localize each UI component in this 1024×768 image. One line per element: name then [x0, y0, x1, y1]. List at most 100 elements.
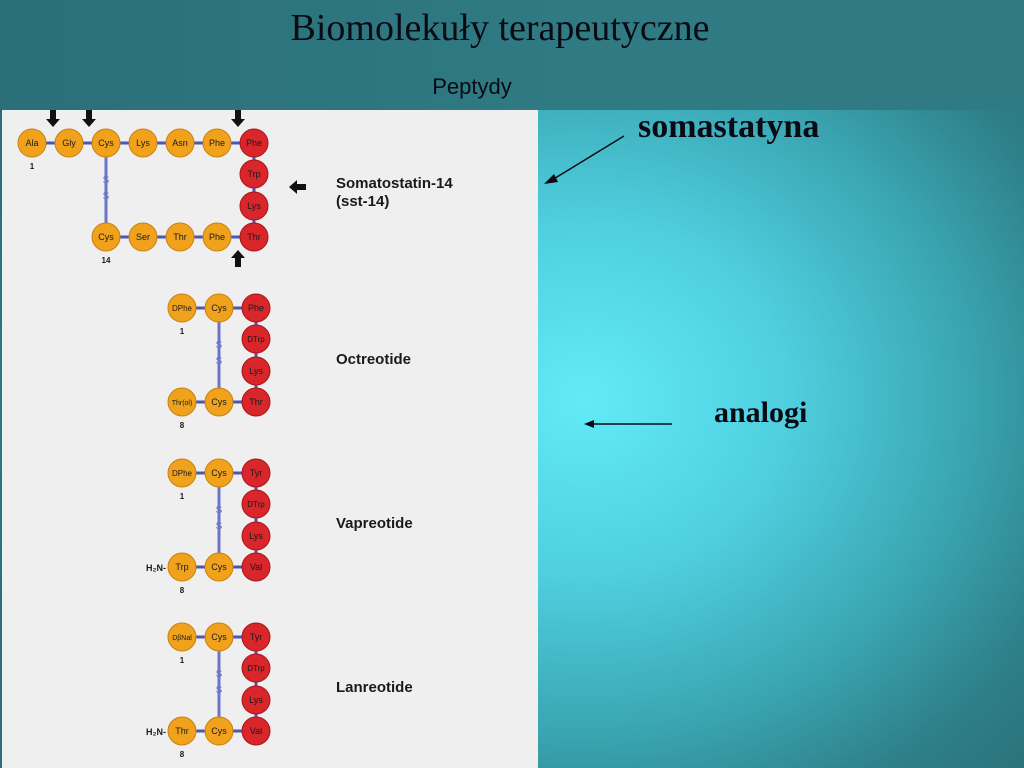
oct-residue-bottom-0-label: Thr(ol)	[172, 400, 193, 407]
lan-prefix: H₂N-	[146, 727, 166, 737]
vap-residue-bottom-0-label: Trp	[175, 562, 188, 572]
lan-residue-top-1-label: Cys	[211, 632, 227, 642]
sst-residue-top-0-label: Ala	[25, 138, 38, 148]
lan-residue-top-2	[241, 622, 271, 652]
sst-residue-bottom-2	[165, 222, 195, 252]
vap-residue-bottom-1	[204, 552, 234, 582]
sst-name-line2: (sst-14)	[336, 193, 389, 210]
oct-residue-col-1	[241, 356, 271, 386]
vap-prefix: H₂N-	[146, 563, 166, 573]
somatostatin-label: somastatyna	[638, 108, 820, 145]
sst-residue-top-0	[17, 128, 47, 158]
sst-residue-bottom-4	[239, 222, 269, 252]
vap-residue-top-0	[167, 458, 197, 488]
lan-residue-top-0-label: DβNal	[172, 635, 192, 642]
sst-residue-top-2-label: Cys	[98, 138, 114, 148]
sst-residue-top-4-label: Asn	[172, 138, 188, 148]
oct-residue-bottom-2	[241, 387, 271, 417]
sst-residue-top-2	[91, 128, 121, 158]
lan-residue-top-1	[204, 622, 234, 652]
vap-residue-top-0-label: DPhe	[172, 469, 193, 478]
lan-num-start: 1	[180, 656, 185, 665]
vap-residue-col-0	[241, 489, 271, 519]
lan-name: Lanreotide	[336, 679, 413, 696]
sst-num-start: 1	[30, 162, 35, 171]
oct-residue-bottom-1	[204, 387, 234, 417]
somatostatin-pointer-arrowhead	[544, 174, 558, 184]
vap-num-end: 8	[180, 586, 185, 595]
oct-residue-top-0-label: DPhe	[172, 304, 193, 313]
slide-title: Biomolekuły terapeutyczne	[290, 7, 710, 49]
sst-cleavage-arrow-2	[82, 110, 96, 127]
sst-sulfur-top: S	[103, 175, 110, 186]
vap-residue-top-1	[204, 458, 234, 488]
sst-residue-top-1-label: Gly	[62, 138, 76, 148]
oct-residue-top-1-label: Cys	[211, 303, 227, 313]
sst-cleavage-arrow-1	[46, 110, 60, 127]
sst-residue-bottom-0-label: Cys	[98, 232, 114, 242]
lan-residue-bottom-1-label: Cys	[211, 726, 227, 736]
sst-cleavage-arrow-5	[289, 180, 306, 194]
vap-sulfur-bottom: S	[216, 521, 223, 532]
lan-residue-bottom-2	[241, 716, 271, 746]
vap-residue-col-1	[241, 521, 271, 551]
analogs-pointer-arrowhead	[584, 420, 594, 428]
sst-residue-bottom-3	[202, 222, 232, 252]
lan-residue-col-0-label: DTrp	[247, 664, 265, 673]
sst-residue-col-0	[239, 159, 269, 189]
sst-residue-top-3	[128, 128, 158, 158]
oct-residue-col-0-label: DTrp	[247, 335, 265, 344]
sst-residue-bottom-4-label: Thr	[247, 232, 261, 242]
oct-residue-bottom-2-label: Thr	[249, 397, 263, 407]
oct-residue-col-1-label: Lys	[249, 366, 263, 376]
sst-residue-top-6	[239, 128, 269, 158]
oct-residue-top-2	[241, 293, 271, 323]
vap-num-start: 1	[180, 492, 185, 501]
lan-num-end: 8	[180, 750, 185, 759]
lan-residue-top-0	[167, 622, 197, 652]
oct-sulfur-top: S	[216, 340, 223, 351]
oct-residue-col-0	[241, 324, 271, 354]
sst-residue-top-1	[54, 128, 84, 158]
lan-sulfur-bottom: S	[216, 685, 223, 696]
sst-residue-bottom-0	[91, 222, 121, 252]
vap-residue-top-2-label: Tyr	[250, 468, 263, 478]
analogs-label: analogi	[714, 396, 808, 429]
sst-residue-col-0-label: Trp	[247, 169, 260, 179]
lan-residue-bottom-0	[167, 716, 197, 746]
vap-residue-col-1-label: Lys	[249, 531, 263, 541]
oct-residue-bottom-0	[167, 387, 197, 417]
vap-residue-top-1-label: Cys	[211, 468, 227, 478]
sst-residue-bottom-1	[128, 222, 158, 252]
oct-sulfur-bottom: S	[216, 356, 223, 367]
vap-residue-col-0-label: DTrp	[247, 500, 265, 509]
oct-num-start: 1	[180, 327, 185, 336]
vap-residue-bottom-0	[167, 552, 197, 582]
oct-residue-top-1	[204, 293, 234, 323]
lan-residue-col-1	[241, 685, 271, 715]
sst-residue-top-6-label: Phe	[246, 138, 262, 148]
sst-residue-bottom-2-label: Thr	[173, 232, 187, 242]
oct-residue-bottom-1-label: Cys	[211, 397, 227, 407]
vap-residue-bottom-1-label: Cys	[211, 562, 227, 572]
sst-residue-col-1	[239, 191, 269, 221]
oct-residue-top-2-label: Phe	[248, 303, 264, 313]
slide-subtitle: Peptydy	[432, 74, 512, 99]
sst-residue-bottom-1-label: Ser	[136, 232, 150, 242]
sst-num-end: 14	[102, 256, 111, 265]
oct-residue-top-0	[167, 293, 197, 323]
lan-residue-top-2-label: Tyr	[250, 632, 263, 642]
lan-sulfur-top: S	[216, 669, 223, 680]
sst-residue-bottom-3-label: Phe	[209, 232, 225, 242]
vap-residue-top-2	[241, 458, 271, 488]
sst-cleavage-arrow-4	[231, 250, 245, 267]
oct-name: Octreotide	[336, 351, 411, 368]
vap-residue-bottom-2	[241, 552, 271, 582]
lan-residue-bottom-1	[204, 716, 234, 746]
sst-residue-top-5	[202, 128, 232, 158]
vap-name: Vapreotide	[336, 515, 413, 532]
oct-num-end: 8	[180, 421, 185, 430]
sst-residue-top-3-label: Lys	[136, 138, 150, 148]
sst-name-line1: Somatostatin-14	[336, 175, 453, 192]
